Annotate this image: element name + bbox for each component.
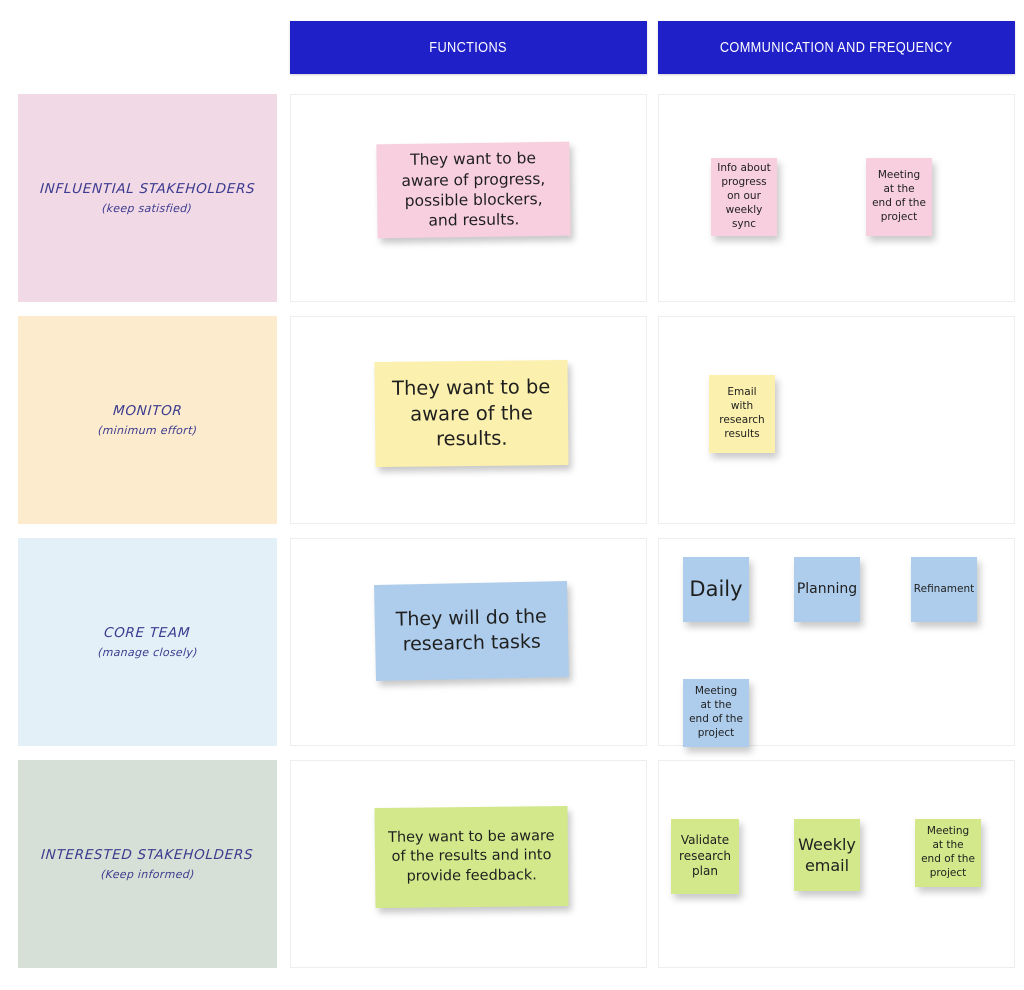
functions-cell-row-3: They will do the research tasks (290, 538, 647, 746)
row-label-4: INTERESTED STAKEHOLDERS (Keep informed) (18, 760, 277, 968)
row-label-1: INFLUENTIAL STAKEHOLDERS (keep satisfied) (18, 94, 277, 302)
row-title: INTERESTED STAKEHOLDERS (40, 847, 255, 863)
communication-note[interactable]: Meeting at the end of the project (915, 819, 981, 887)
communication-note[interactable]: Meeting at the end of the project (866, 158, 932, 236)
column-header-functions-label: FUNCTIONS (429, 39, 508, 56)
row-subtitle: (manage closely) (97, 646, 198, 659)
functions-cell-row-4: They want to be aware of the results and… (290, 760, 647, 968)
communication-note[interactable]: Planning (794, 557, 860, 622)
communication-note[interactable]: Validate research plan (671, 819, 739, 894)
communication-cell-row-1: Info about progress on our weekly sync Me… (658, 94, 1015, 302)
row-title: CORE TEAM (103, 625, 192, 641)
communication-cell-row-4: Validate research plan Weekly email Meetin… (658, 760, 1015, 968)
column-header-communication-label: COMMUNICATION AND FREQUENCY (720, 39, 953, 56)
communication-note[interactable]: Meeting at the end of the project (683, 679, 749, 747)
communication-note[interactable]: Refinament (911, 557, 977, 622)
column-header-functions: FUNCTIONS (290, 21, 647, 74)
function-note[interactable]: They want to be aware of the results. (374, 359, 569, 468)
row-title: INFLUENTIAL STAKEHOLDERS (39, 181, 256, 197)
row-subtitle: (minimum effort) (97, 424, 198, 437)
row-subtitle: (Keep informed) (100, 868, 195, 881)
communication-note[interactable]: Email with research results (709, 375, 775, 453)
column-header-communication: COMMUNICATION AND FREQUENCY (658, 21, 1015, 74)
functions-cell-row-1: They want to be aware of progress, possi… (290, 94, 647, 302)
communication-note[interactable]: Info about progress on our weekly sync (711, 158, 777, 236)
row-label-3: CORE TEAM (manage closely) (18, 538, 277, 746)
row-label-2: MONITOR (minimum effort) (18, 316, 277, 524)
functions-cell-row-2: They want to be aware of the results. (290, 316, 647, 524)
communication-note[interactable]: Daily (683, 557, 749, 622)
communication-cell-row-2: Email with research results (658, 316, 1015, 524)
row-title: MONITOR (112, 403, 183, 419)
function-note[interactable]: They want to be aware of the results and… (374, 805, 569, 909)
communication-note[interactable]: Weekly email (794, 819, 860, 891)
function-note[interactable]: They want to be aware of progress, possi… (376, 141, 571, 239)
function-note[interactable]: They will do the research tasks (374, 580, 569, 682)
row-subtitle: (keep satisfied) (102, 202, 193, 215)
